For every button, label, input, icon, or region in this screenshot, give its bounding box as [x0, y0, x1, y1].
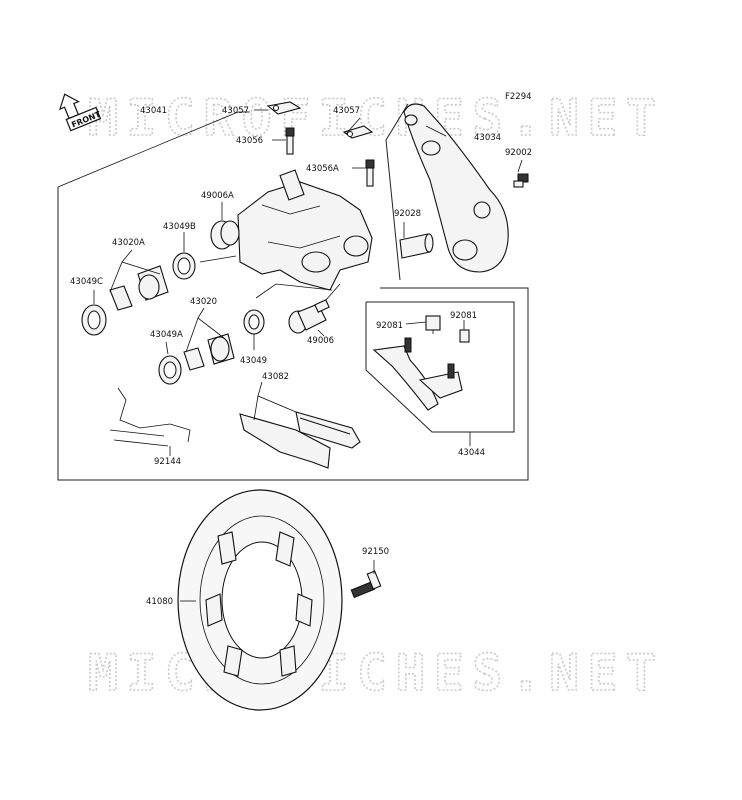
label-43049C: 43049C — [70, 277, 103, 287]
label-43041: 43041 — [140, 106, 167, 116]
spring-92144 — [109, 387, 191, 447]
bolt-92002 — [513, 173, 529, 188]
caliper-bracket — [403, 103, 509, 273]
leader-lines — [93, 109, 523, 602]
label-43056: 43056 — [236, 136, 263, 146]
holder-43044 — [372, 337, 463, 411]
label-49006: 49006 — [307, 336, 334, 346]
figure-code: F2294 — [505, 92, 532, 102]
label-43034: 43034 — [474, 133, 501, 143]
frame-leader-43041 — [57, 111, 239, 188]
seal-43049C — [81, 304, 107, 336]
piston-43020 — [183, 333, 235, 371]
brake-disc-41080 — [177, 489, 343, 711]
label-43049B: 43049B — [163, 222, 196, 232]
caliper-body — [237, 169, 373, 291]
bushing-92081-left — [425, 315, 441, 331]
label-43020A: 43020A — [112, 238, 145, 248]
boot-49006A — [210, 220, 240, 250]
watermark-bottom: MICROFICHES.NET — [88, 644, 658, 702]
cap-43057-right — [342, 125, 374, 139]
pin-49006 — [288, 299, 330, 334]
label-43020: 43020 — [190, 297, 217, 307]
label-92144: 92144 — [154, 457, 181, 467]
seal-43049B — [172, 252, 196, 280]
label-43057-right: 43057 — [333, 106, 360, 116]
label-92081-right: 92081 — [450, 311, 477, 321]
label-41080: 41080 — [146, 597, 173, 607]
label-49006A: 49006A — [201, 191, 234, 201]
bleeder-43056 — [285, 127, 295, 155]
bleeder-43056A — [365, 159, 375, 187]
piston-43020A — [109, 265, 169, 311]
holder-43044-frame — [365, 301, 515, 433]
label-43056A: 43056A — [306, 164, 339, 174]
label-43082: 43082 — [262, 372, 289, 382]
seal-43049 — [243, 309, 265, 335]
label-43057-left: 43057 — [222, 106, 249, 116]
label-43044: 43044 — [458, 448, 485, 458]
sleeve-92028 — [399, 233, 434, 259]
label-92081-left: 92081 — [376, 321, 403, 331]
label-92150: 92150 — [362, 547, 389, 557]
brake-pads-43082 — [239, 411, 361, 469]
caliper-assembly-frame — [57, 187, 529, 481]
cap-43057-left — [266, 101, 302, 115]
bracket-frame — [385, 103, 409, 281]
label-92028: 92028 — [394, 209, 421, 219]
watermark-top: MICROFICHES.NET — [88, 89, 658, 147]
disc-bolt-92150 — [350, 570, 382, 599]
label-43049A: 43049A — [150, 330, 183, 340]
seal-43049A — [158, 355, 182, 385]
label-43049: 43049 — [240, 356, 267, 366]
label-92002: 92002 — [505, 148, 532, 158]
bushing-92081-right — [459, 329, 470, 343]
